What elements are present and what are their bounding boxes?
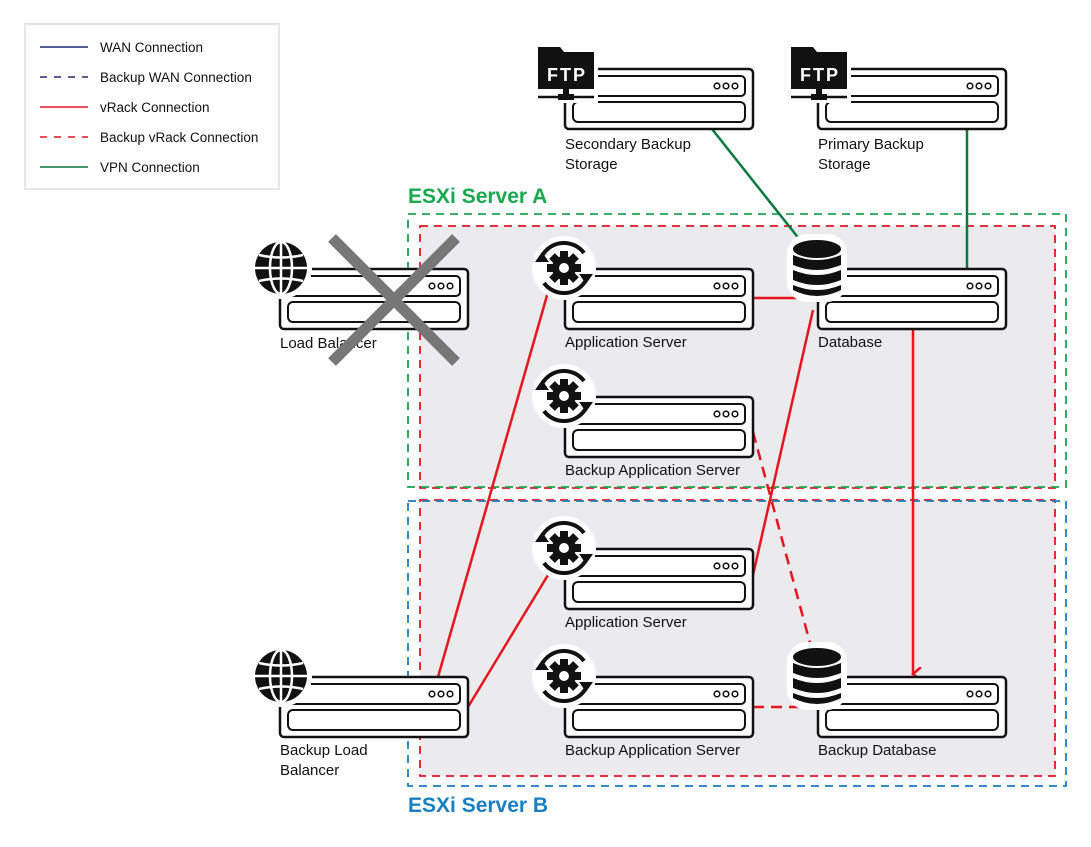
gear-sync-icon: [530, 362, 598, 430]
node-secondary-backup-storage[interactable]: FTP Secondary Backup Storage: [532, 41, 755, 173]
ftp-icon: FTP: [532, 41, 600, 105]
zone-a-label: ESXi Server A: [408, 185, 547, 208]
legend-label-wan: WAN Connection: [100, 40, 203, 55]
node-database-a[interactable]: Database: [787, 234, 1008, 351]
node-label: Application Server: [565, 614, 687, 631]
node-application-server-b[interactable]: Application Server: [530, 514, 755, 631]
node-label: Database: [818, 334, 882, 351]
node-backup-database[interactable]: Backup Database: [787, 642, 1008, 759]
vpn-link-secondary: [711, 128, 801, 241]
ftp-icon-text: FTP: [800, 65, 840, 85]
node-backup-load-balancer[interactable]: Backup Load Balancer: [248, 643, 470, 779]
vrack-lb-app-b: [466, 574, 550, 708]
gear-sync-icon: [530, 642, 598, 710]
zone-esxi-b: ESXi Server B: [407, 499, 1067, 817]
gear-sync-icon: [530, 514, 598, 582]
ftp-icon-text: FTP: [547, 65, 587, 85]
node-label: Backup Application Server: [565, 462, 740, 479]
node-label: Backup Load: [280, 742, 368, 759]
node-label: Backup Database: [818, 742, 936, 759]
legend-label-vrack: vRack Connection: [100, 100, 210, 115]
node-label: Backup Application Server: [565, 742, 740, 759]
node-label: Application Server: [565, 334, 687, 351]
node-application-server-a[interactable]: Application Server: [530, 234, 755, 351]
gear-sync-icon: [530, 234, 598, 302]
database-icon: [787, 642, 847, 710]
ftp-icon: FTP: [785, 41, 853, 105]
legend-label-backup-vrack: Backup vRack Connection: [100, 130, 258, 145]
node-label: Storage: [818, 156, 871, 173]
vrack-db-app-b: [751, 309, 815, 576]
backup-vrack-app-a-backup-db: [751, 431, 812, 644]
zone-b-label: ESXi Server B: [408, 794, 548, 817]
legend-label-vpn: VPN Connection: [100, 160, 200, 175]
node-label: Primary Backup: [818, 136, 924, 153]
node-label: Balancer: [280, 762, 339, 779]
node-backup-application-server-b[interactable]: Backup Application Server: [530, 642, 755, 759]
vrack-lb-app-a: [436, 291, 550, 678]
node-backup-application-server-a[interactable]: Backup Application Server: [530, 362, 755, 479]
globe-icon: [248, 235, 314, 301]
legend: WAN Connection Backup WAN Connection vRa…: [24, 23, 280, 190]
node-label: Secondary Backup: [565, 136, 691, 153]
legend-label-backup-wan: Backup WAN Connection: [100, 70, 252, 85]
database-icon: [787, 234, 847, 302]
node-label: Storage: [565, 156, 618, 173]
connections: [436, 128, 969, 709]
failed-x-icon: [328, 234, 460, 366]
node-primary-backup-storage[interactable]: FTP Primary Backup Storage: [785, 41, 1008, 173]
globe-icon: [248, 643, 314, 709]
node-load-balancer[interactable]: Load Balancer: [248, 234, 470, 366]
